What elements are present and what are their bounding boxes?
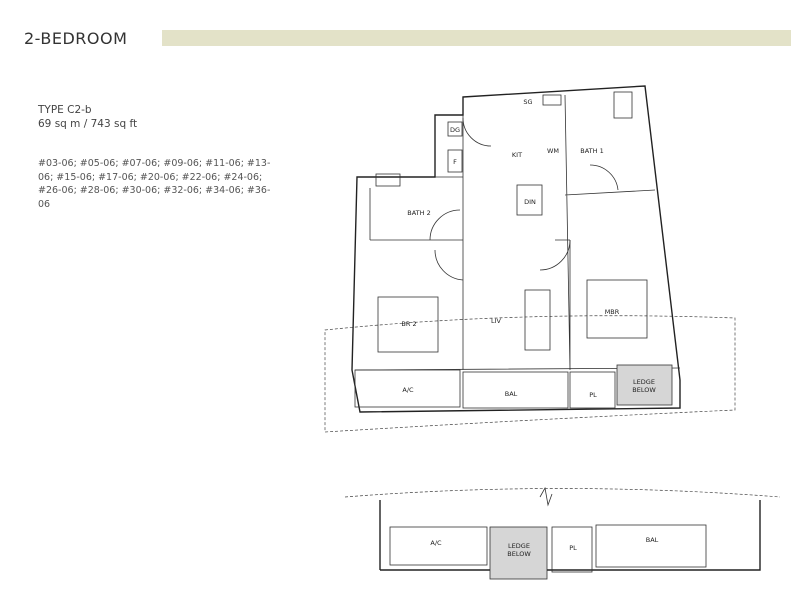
label-br2: BR 2 xyxy=(401,320,416,328)
unit-info: TYPE C2-b 69 sq m / 743 sq ft xyxy=(38,103,137,131)
break-line xyxy=(539,486,553,507)
door-swing xyxy=(539,239,571,271)
label-f: F xyxy=(453,158,457,166)
unit-area: 69 sq m / 743 sq ft xyxy=(38,118,138,130)
label-dg: DG xyxy=(450,126,460,134)
planter xyxy=(569,371,616,409)
label-ledge: LEDGE xyxy=(633,378,655,386)
door-swing xyxy=(434,249,464,281)
page-title: 2-BEDROOM xyxy=(24,29,128,48)
label-below: BELOW xyxy=(632,386,656,394)
label-mbr: MBR xyxy=(605,308,620,316)
sofa xyxy=(524,289,551,351)
key-label-ac: A/C xyxy=(430,539,442,547)
label-liv: LIV xyxy=(491,317,502,325)
key-ac xyxy=(389,526,488,566)
door-swing xyxy=(462,117,492,147)
label-bath2: BATH 2 xyxy=(407,209,430,217)
key-label-below: BELOW xyxy=(507,550,531,558)
label-din: DIN xyxy=(524,198,536,206)
balcony xyxy=(462,371,569,409)
key-plan-walls xyxy=(379,500,761,571)
label-wm: WM xyxy=(547,147,559,155)
door-swing xyxy=(589,164,619,191)
shower xyxy=(613,91,633,119)
bed-mbr xyxy=(586,279,648,339)
label-sg: SG xyxy=(523,98,532,106)
label-bal: BAL xyxy=(505,390,518,398)
shower xyxy=(375,173,401,187)
fridge-box xyxy=(447,149,463,173)
label-pl: PL xyxy=(589,391,597,399)
slab-outline xyxy=(324,315,736,433)
key-label-pl: PL xyxy=(569,544,577,552)
dining-table xyxy=(516,184,543,216)
key-plan-outline xyxy=(344,488,781,498)
key-pl xyxy=(551,526,593,573)
key-label-ledge: LEDGE xyxy=(508,542,530,550)
interior-walls xyxy=(354,94,681,371)
label-kit: KIT xyxy=(512,151,522,159)
unit-numbers: #03-06; #05-06; #07-06; #09-06; #11-06; … xyxy=(38,158,271,210)
key-label-bal: BAL xyxy=(646,536,659,544)
header-bar xyxy=(162,30,791,46)
ledge-below xyxy=(616,364,673,406)
label-bath1: BATH 1 xyxy=(580,147,603,155)
outer-wall xyxy=(351,85,681,413)
dg-box xyxy=(447,121,463,137)
key-ledge xyxy=(489,526,548,580)
bed-br2 xyxy=(377,296,439,353)
key-bal xyxy=(595,524,707,568)
door-swing xyxy=(429,209,461,241)
unit-type: TYPE C2-b xyxy=(38,104,92,116)
label-ac: A/C xyxy=(402,386,414,394)
shaft xyxy=(542,94,562,106)
ac-ledge xyxy=(354,369,461,408)
